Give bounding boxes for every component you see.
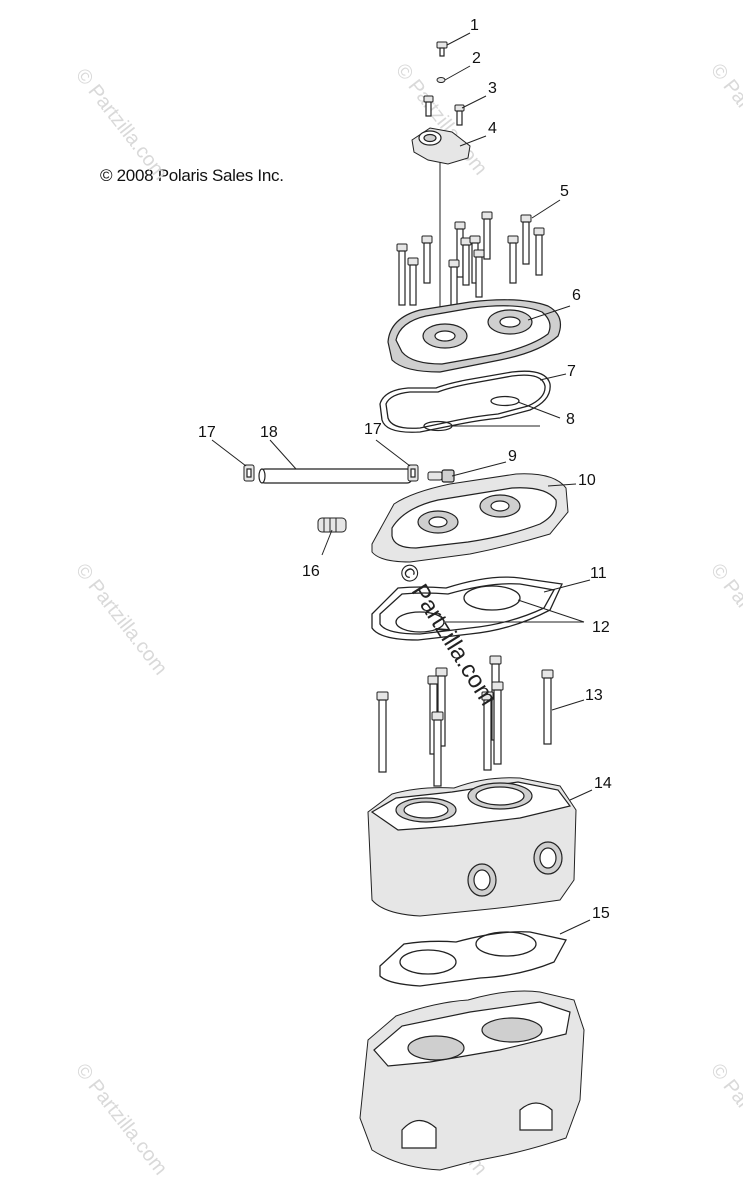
part-6-head-cover <box>387 299 561 373</box>
part-5-head-bolts <box>396 211 545 310</box>
part-2-washer <box>436 77 446 83</box>
part-18-hose <box>258 468 413 484</box>
callout-numbers: 1 2 3 4 5 6 7 8 9 10 11 12 13 14 15 16 1… <box>198 17 612 922</box>
callout-2: 2 <box>472 50 481 67</box>
callout-5: 5 <box>560 183 569 200</box>
callout-1: 1 <box>470 17 479 34</box>
watermark-center: © Partzilla.com <box>393 559 502 710</box>
part-17-clamp-right <box>407 464 419 482</box>
part-3-bolts <box>423 95 465 126</box>
callout-9: 9 <box>508 448 517 465</box>
watermark-4: © Partzilla.com <box>71 560 171 680</box>
callout-7: 7 <box>567 363 576 380</box>
callout-17-right: 17 <box>364 421 382 438</box>
part-8-o-rings <box>423 395 520 432</box>
part-17-clamp-left <box>243 464 255 482</box>
part-9-fitting <box>427 469 455 483</box>
callout-10: 10 <box>578 472 596 489</box>
part-7-head-gasket <box>379 370 551 433</box>
callout-6: 6 <box>572 287 581 304</box>
callout-15: 15 <box>592 905 610 922</box>
callout-17-left: 17 <box>198 424 216 441</box>
callout-14: 14 <box>594 775 612 792</box>
callout-3: 3 <box>488 80 497 97</box>
callout-12: 12 <box>592 619 610 636</box>
watermark-8: © Partzilla.com <box>706 1060 743 1180</box>
watermark-3: © Partzilla.com <box>706 60 743 180</box>
part-15-base-gasket <box>379 931 567 987</box>
part-11-cylinder-gasket <box>371 576 563 641</box>
part-10-cylinder-head <box>371 473 569 563</box>
watermark-5: © Partzilla.com <box>706 560 743 680</box>
watermark-6: © Partzilla.com <box>71 1060 171 1180</box>
watermark-group: © Partzilla.com © Partzilla.com © Partzi… <box>71 60 743 1180</box>
part-14-cylinder-block <box>367 777 577 917</box>
crankcase <box>359 990 585 1171</box>
callout-4: 4 <box>488 120 497 137</box>
part-16-fitting <box>317 517 347 533</box>
copyright-text: © 2008 Polaris Sales Inc. <box>100 166 284 185</box>
part-1-bolt <box>436 41 448 57</box>
part-13-cylinder-bolts <box>376 655 554 787</box>
callout-11: 11 <box>590 565 607 582</box>
callout-8: 8 <box>566 411 575 428</box>
part-4-outlet-housing <box>411 127 471 165</box>
callout-18: 18 <box>260 424 278 441</box>
callout-16: 16 <box>302 563 320 580</box>
leader-lines <box>211 32 593 935</box>
watermark-1: © Partzilla.com <box>71 65 171 185</box>
callout-13: 13 <box>585 687 603 704</box>
